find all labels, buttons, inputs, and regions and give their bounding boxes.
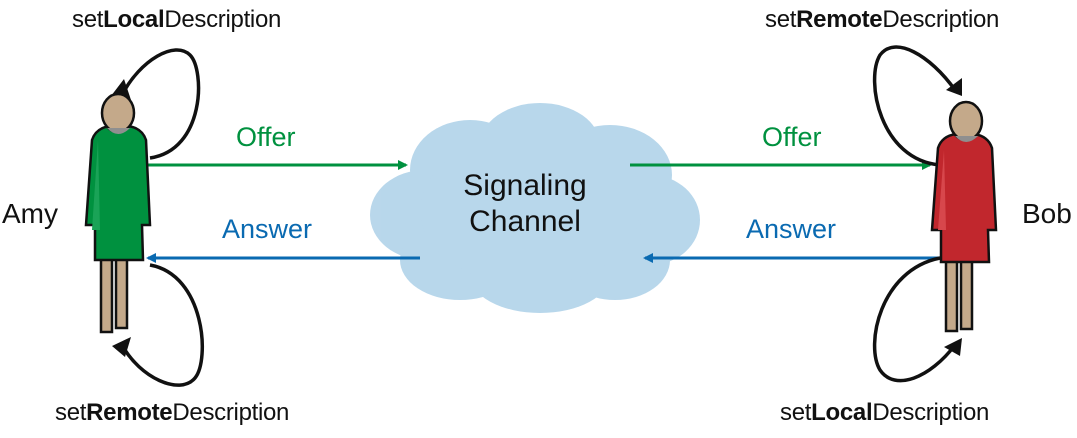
signaling-channel-line2: Channel <box>469 205 581 238</box>
bob-set-remote-loop-arrow <box>872 45 957 167</box>
amy-set-remote-loop-arrow <box>120 263 205 387</box>
bob-name: Bob <box>1022 198 1072 229</box>
answer-label-right: Answer <box>746 214 837 244</box>
amy-set-local-description-label: setLocalDescription <box>72 6 282 33</box>
bob-bottom-arrowhead <box>944 338 962 356</box>
offer-label-left: Offer <box>236 122 296 152</box>
signaling-channel-cloud <box>370 103 700 313</box>
offer-label-right: Offer <box>762 122 822 152</box>
bob-set-local-description-label: setLocalDescription <box>780 399 990 426</box>
signaling-channel-label: Signaling Channel <box>425 168 625 240</box>
amy-name: Amy <box>2 198 58 229</box>
bob-figure <box>930 100 998 333</box>
amy-set-remote-description-label: setRemoteDescription <box>55 399 290 426</box>
amy-set-local-loop-arrow <box>120 48 201 160</box>
bob-top-arrowhead <box>946 78 962 96</box>
signaling-channel-line1: Signaling <box>463 169 587 202</box>
bob-set-local-loop-arrow <box>872 256 957 383</box>
amy-bottom-arrowhead <box>112 337 131 357</box>
bob-set-remote-description-label: setRemoteDescription <box>765 6 1000 33</box>
amy-figure <box>84 92 152 334</box>
answer-label-left: Answer <box>222 214 313 244</box>
